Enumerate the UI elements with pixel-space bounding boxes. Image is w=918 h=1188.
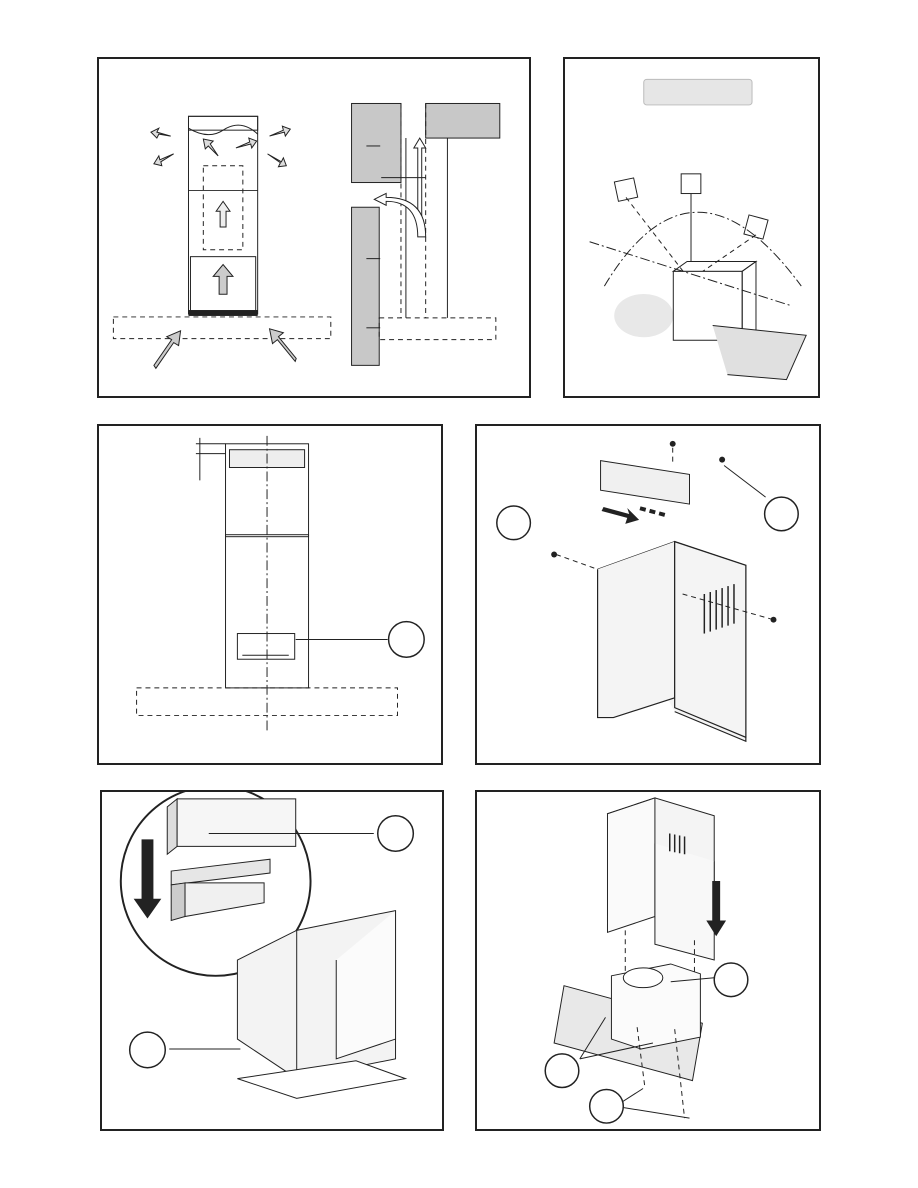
callout-circle [378,816,414,852]
label-placeholder [644,79,752,105]
callout-circle [545,1054,579,1088]
airflow-panel [97,57,531,398]
chimney-bracket-diagram [477,426,819,763]
callout-circle [389,622,425,658]
chimney-frame-diagram [102,792,442,1129]
airflow-diagram [99,59,529,396]
chimney-install-diagram [477,792,819,1129]
chimney-bracket-panel [475,424,821,765]
power-socket-panel [563,57,820,398]
chimney-install-panel [475,790,821,1131]
bracket-position-panel [97,424,443,765]
power-socket-diagram [565,59,818,396]
callout-circle [497,506,531,540]
callout-circle [714,963,748,997]
callout-circle [590,1089,624,1123]
bracket-position-diagram [99,426,441,763]
chimney-frame-panel [100,790,444,1131]
callout-circle [765,497,799,531]
callout-circle [130,1032,166,1068]
